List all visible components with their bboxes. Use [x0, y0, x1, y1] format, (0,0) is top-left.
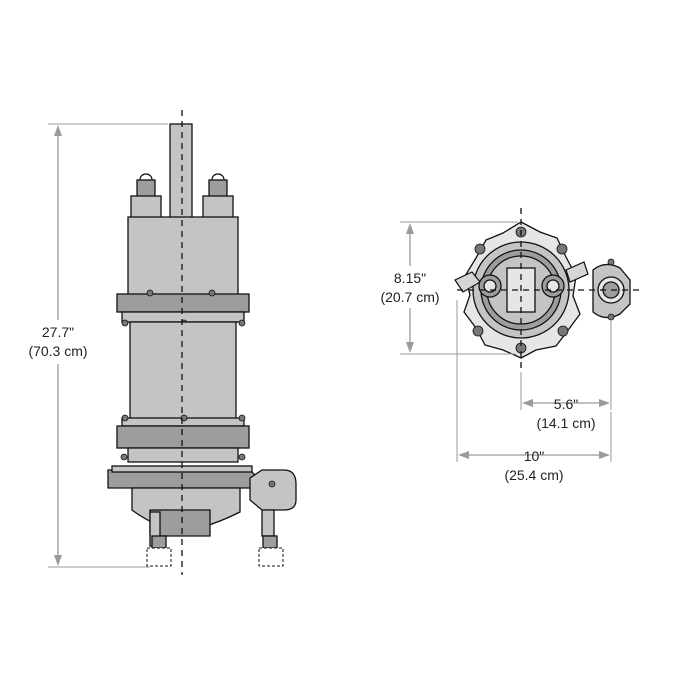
motor-body — [129, 321, 237, 421]
cord-grip-left — [130, 173, 162, 219]
height-label-metric: (70.3 cm) — [28, 343, 87, 359]
cord-grip-right — [202, 173, 234, 219]
upper-flange — [116, 293, 250, 313]
width-label-imperial: 10" — [524, 448, 545, 464]
offset-label-metric: (14.1 cm) — [536, 415, 595, 431]
discharge-pipe — [169, 123, 193, 225]
foot-right — [261, 509, 275, 537]
width-dimension — [456, 300, 612, 462]
foot-pad-right — [258, 547, 284, 567]
lower-flange — [116, 425, 250, 449]
volute-base — [107, 469, 259, 489]
pump-top-view — [446, 208, 640, 372]
cord-grip-top-right — [541, 261, 589, 298]
height-label-imperial: 27.7" — [42, 324, 74, 340]
pump-side-view — [107, 110, 297, 575]
offset-label-imperial: 5.6" — [554, 396, 578, 412]
width-label-metric: (25.4 cm) — [504, 467, 563, 483]
cord-grip-top-left — [454, 271, 502, 298]
motor-cap — [127, 216, 239, 296]
depth-label-metric: (20.7 cm) — [380, 289, 439, 305]
offset-dimension — [520, 320, 612, 410]
discharge-elbow — [249, 469, 297, 511]
foot-pad-left — [146, 547, 172, 567]
depth-label-imperial: 8.15" — [394, 270, 426, 286]
discharge-flange-top — [592, 258, 631, 321]
